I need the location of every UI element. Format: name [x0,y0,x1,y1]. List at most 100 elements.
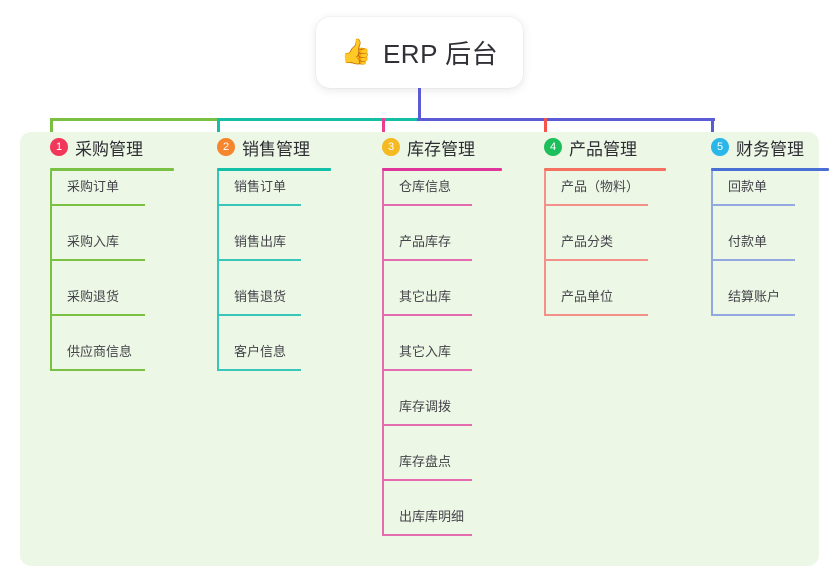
list-item[interactable]: 产品单位 [544,289,648,316]
list-item[interactable]: 采购入库 [50,234,145,261]
column-items-1: 采购订单采购入库采购退货供应商信息 [38,171,174,399]
list-item-rule [217,204,301,206]
list-item-label: 库存调拨 [399,399,452,414]
list-item[interactable]: 库存盘点 [382,454,472,481]
column-rail [217,171,219,371]
list-item-rule [382,259,472,261]
column-header-rule [382,168,502,171]
list-item-label: 其它入库 [399,344,452,359]
column-header-1[interactable]: 1 采购管理 [38,132,174,162]
list-item[interactable]: 回款单 [711,179,795,206]
column-items-5: 回款单付款单结算账户 [699,171,829,344]
list-item[interactable]: 产品（物料） [544,179,648,206]
column-number-badge: 1 [50,138,68,156]
sitemap-panel: 1 采购管理采购订单采购入库采购退货供应商信息 2 销售管理销售订单销售出库销售退货客… [20,132,829,566]
list-item-label: 销售退货 [234,289,287,304]
list-item-label: 仓库信息 [399,179,452,194]
list-item[interactable]: 付款单 [711,234,795,261]
list-item-rule [217,259,301,261]
column-items-4: 产品（物料） 产品分类产品单位 [532,171,666,344]
list-item[interactable]: 采购订单 [50,179,145,206]
list-item-label: 出库库明细 [399,509,465,524]
list-item[interactable]: 客户信息 [217,344,301,371]
column-header-rule [544,168,666,171]
column-1: 1 采购管理采购订单采购入库采购退货供应商信息 [38,132,174,399]
list-item[interactable]: 结算账户 [711,289,795,316]
list-item-rule [217,314,301,316]
list-item-rule [50,259,145,261]
list-item-rule [544,314,648,316]
list-item-label: 付款单 [728,234,768,249]
list-item-rule [50,369,145,371]
column-items-2: 销售订单销售出库销售退货客户信息 [205,171,331,399]
column-4: 4 产品管理产品（物料） 产品分类产品单位 [532,132,666,344]
list-item-label: 产品单位 [561,289,614,304]
column-number-badge: 3 [382,138,400,156]
drop-line-col-1 [50,118,53,144]
list-item-label: 供应商信息 [67,344,133,359]
list-item-rule [711,204,795,206]
list-item-rule [711,314,795,316]
list-item[interactable]: 采购退货 [50,289,145,316]
title-stem-line [418,88,421,121]
list-item-label: 采购退货 [67,289,120,304]
list-item-rule [50,314,145,316]
root-node-card[interactable]: 👍 ERP 后台 [316,17,523,88]
column-header-rule [217,168,331,171]
list-item-rule [382,369,472,371]
column-2: 2 销售管理销售订单销售出库销售退货客户信息 [205,132,331,399]
column-header-2[interactable]: 2 销售管理 [205,132,331,162]
column-3: 3 库存管理仓库信息产品库存其它出库其它入库库存调拨库存盘点出库库明细 [370,132,502,564]
list-item[interactable]: 销售退货 [217,289,301,316]
column-title: 采购管理 [75,139,143,159]
list-item-label: 销售订单 [234,179,287,194]
bus-segment-3 [417,118,715,121]
list-item[interactable]: 产品库存 [382,234,472,261]
list-item[interactable]: 其它入库 [382,344,472,371]
list-item-label: 回款单 [728,179,768,194]
drop-line-col-3 [382,118,385,144]
column-rail [50,171,52,371]
bus-segment-1 [51,118,221,121]
column-header-4[interactable]: 4 产品管理 [532,132,666,162]
column-header-3[interactable]: 3 库存管理 [370,132,502,162]
list-item-rule [711,259,795,261]
list-item-label: 采购入库 [67,234,120,249]
column-title: 产品管理 [569,139,637,159]
drop-line-col-5 [711,118,714,144]
column-number-badge: 5 [711,138,729,156]
bus-segment-2 [218,118,419,121]
column-rail [382,171,384,536]
list-item-label: 客户信息 [234,344,287,359]
list-item[interactable]: 产品分类 [544,234,648,261]
list-item[interactable]: 销售订单 [217,179,301,206]
list-item[interactable]: 仓库信息 [382,179,472,206]
list-item-rule [382,424,472,426]
list-item-label: 库存盘点 [399,454,452,469]
column-number-badge: 2 [217,138,235,156]
list-item-rule [50,204,145,206]
column-number-badge: 4 [544,138,562,156]
list-item-label: 产品库存 [399,234,452,249]
list-item-rule [544,259,648,261]
list-item-label: 产品分类 [561,234,614,249]
column-title: 库存管理 [407,139,475,159]
list-item[interactable]: 出库库明细 [382,509,472,536]
list-item-rule [382,534,472,536]
drop-line-col-4 [544,118,547,144]
root-node-label: ERP 后台 [382,39,499,69]
list-item[interactable]: 供应商信息 [50,344,145,371]
thumbs-up-icon: 👍 [340,38,372,66]
list-item-rule [544,204,648,206]
list-item[interactable]: 销售出库 [217,234,301,261]
list-item[interactable]: 库存调拨 [382,399,472,426]
list-item-rule [382,204,472,206]
column-title: 销售管理 [242,139,310,159]
list-item[interactable]: 其它出库 [382,289,472,316]
list-item-label: 产品（物料） [561,179,640,194]
column-rail [544,171,546,316]
column-header-rule [711,168,829,171]
